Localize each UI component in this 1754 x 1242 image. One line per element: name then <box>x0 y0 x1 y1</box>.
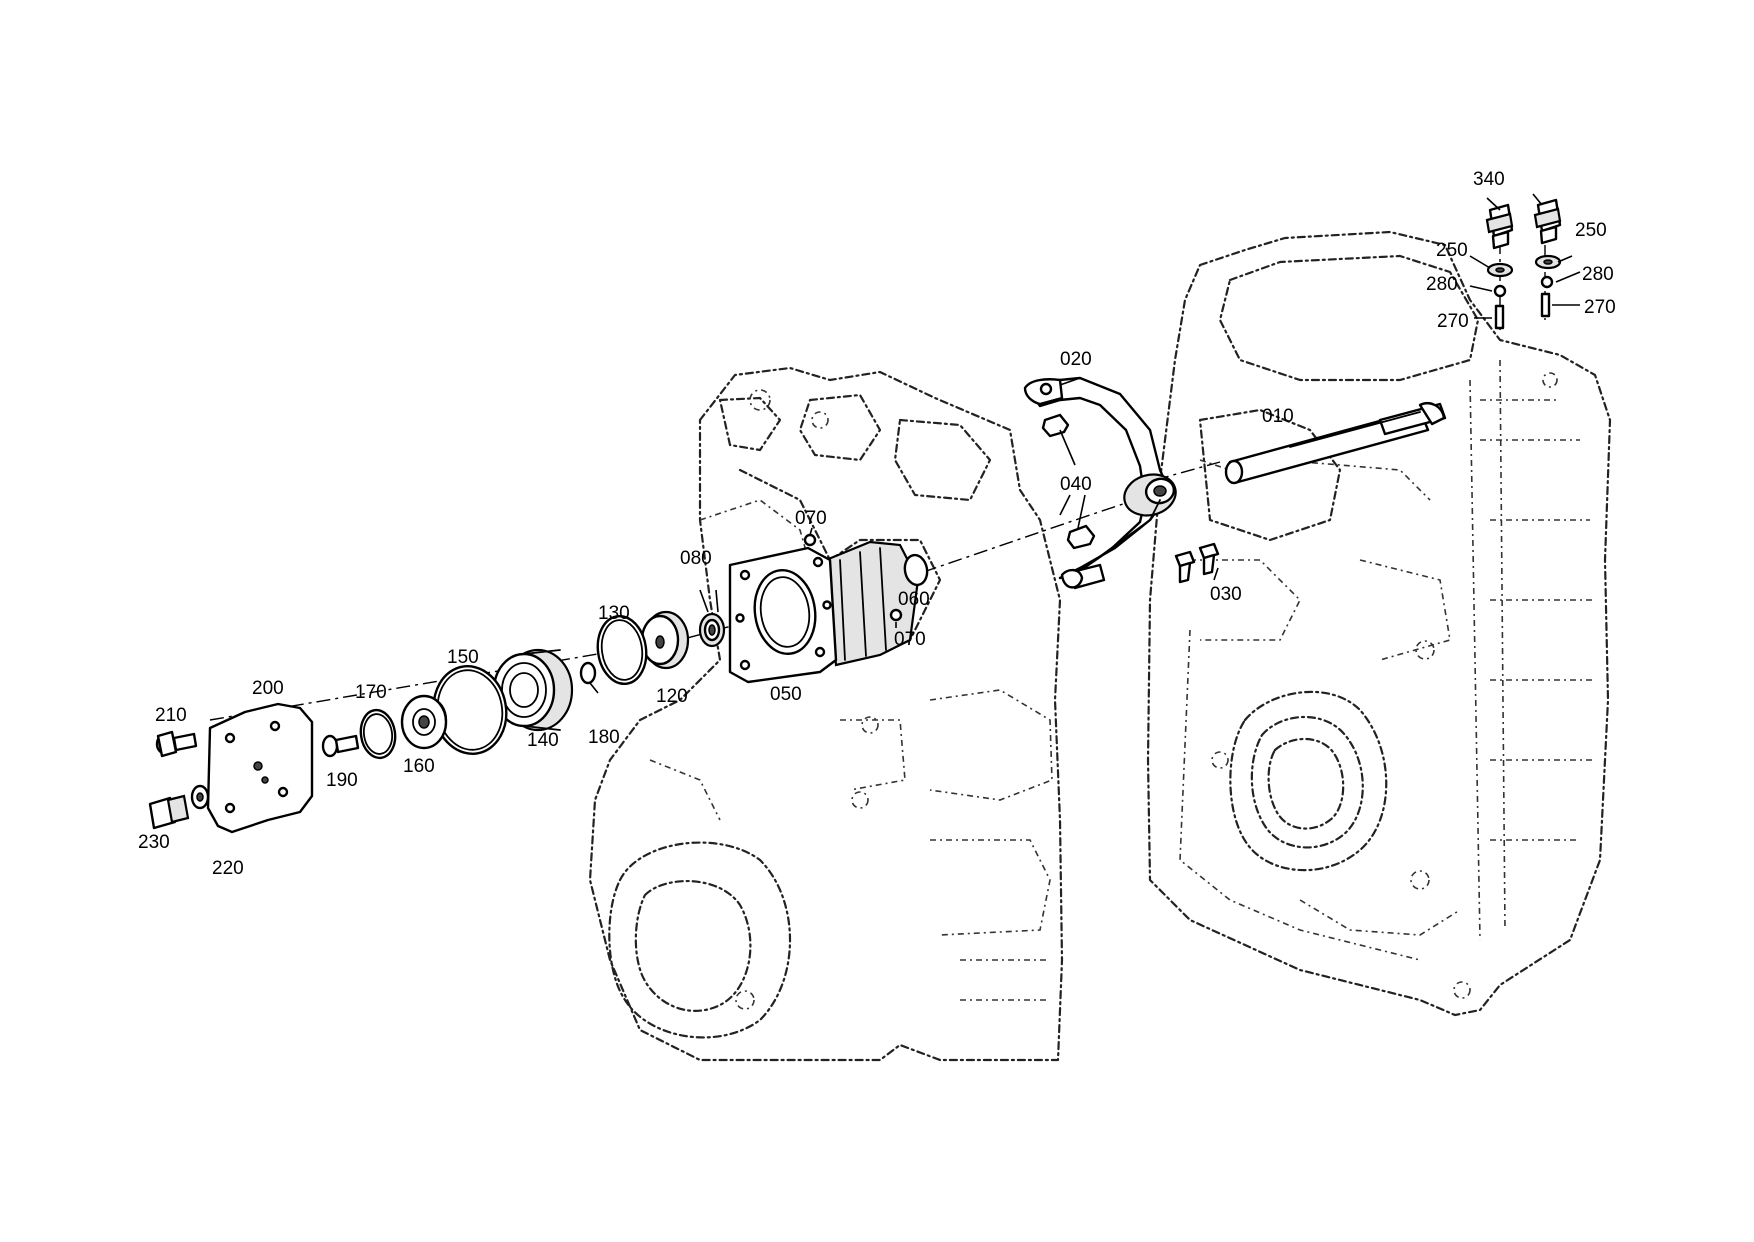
part-020-shift-fork <box>1023 376 1177 590</box>
callout-120: 120 <box>656 686 688 707</box>
part-250-seal-rings <box>1486 254 1562 278</box>
part-160-spacer <box>400 694 448 750</box>
callout-labels: 340 250 250 280 280 270 270 020 010 040 … <box>138 169 1616 879</box>
callout-130: 130 <box>598 603 630 624</box>
part-130-seal-ring <box>596 614 648 686</box>
part-230-plug <box>148 794 190 830</box>
callout-270-left: 270 <box>1437 311 1469 332</box>
callout-010: 010 <box>1262 406 1294 427</box>
ghost-housing-right <box>1146 230 1612 1017</box>
callout-280-right: 280 <box>1582 264 1614 285</box>
callout-160: 160 <box>403 756 435 777</box>
callout-170: 170 <box>355 682 387 703</box>
callout-180: 180 <box>588 727 620 748</box>
part-280-balls <box>1493 275 1554 298</box>
callout-230: 230 <box>138 832 170 853</box>
callout-280-left: 280 <box>1426 274 1458 295</box>
leader-lines <box>589 193 1581 694</box>
ghost-housing-left <box>588 366 1064 1062</box>
callout-040: 040 <box>1060 474 1092 495</box>
callout-070-bottom: 070 <box>894 629 926 650</box>
part-270-pins <box>1494 292 1551 330</box>
callout-250-right: 250 <box>1575 220 1607 241</box>
part-200-cover-plate <box>206 702 314 834</box>
callout-220: 220 <box>212 858 244 879</box>
callout-150: 150 <box>447 647 479 668</box>
callout-030: 030 <box>1210 584 1242 605</box>
part-140-cover <box>492 648 574 732</box>
part-210-screw <box>155 730 198 758</box>
part-220-washer <box>190 784 210 810</box>
part-040-shift-pads <box>1041 413 1096 550</box>
callout-190: 190 <box>326 770 358 791</box>
part-340-switches <box>1485 198 1562 250</box>
callout-270-right: 270 <box>1584 297 1616 318</box>
callout-200: 200 <box>252 678 284 699</box>
callout-070-top: 070 <box>795 508 827 529</box>
callout-250-left: 250 <box>1436 240 1468 261</box>
part-180-ring <box>579 661 597 685</box>
part-030-bolts <box>1174 542 1220 584</box>
callout-080: 080 <box>680 548 712 569</box>
part-120-piston <box>640 610 690 670</box>
callout-210: 210 <box>155 705 187 726</box>
callout-140: 140 <box>527 730 559 751</box>
callout-050: 050 <box>770 684 802 705</box>
part-190-screw <box>321 734 360 758</box>
callout-020: 020 <box>1060 349 1092 370</box>
part-050-cylinder-housing <box>728 540 920 684</box>
part-170-o-ring <box>359 708 397 760</box>
callout-340: 340 <box>1473 169 1505 190</box>
part-080-bearing <box>698 612 726 648</box>
callout-060: 060 <box>898 589 930 610</box>
part-010-shift-rod <box>1224 402 1447 485</box>
part-060-o-ring <box>903 553 929 587</box>
